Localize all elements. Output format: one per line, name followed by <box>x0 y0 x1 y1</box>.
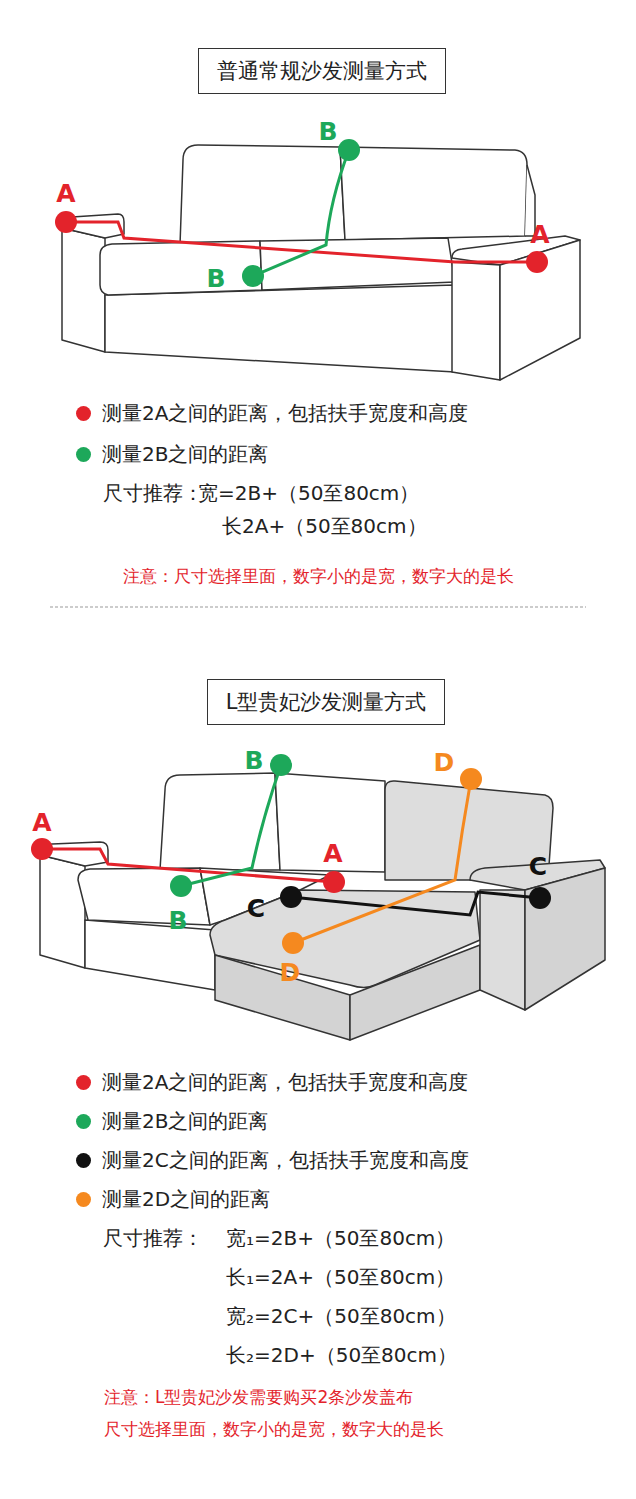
size-formula: 宽₁=2B+（50至80cm） <box>226 1225 455 1252</box>
size-formula: 宽₂=2C+（50至80cm） <box>226 1303 456 1330</box>
legend-swatch <box>76 1153 91 1168</box>
heading-box: 普通常规沙发测量方式 <box>198 48 446 94</box>
point-letter: A <box>530 220 549 249</box>
divider <box>50 607 586 608</box>
measure-line-a <box>42 849 334 882</box>
point-letter: D <box>280 958 301 987</box>
point-letter: D <box>434 748 455 777</box>
legend-text: 测量2B之间的距离 <box>102 1108 268 1135</box>
l-sofa <box>40 773 605 1040</box>
legend-swatch <box>76 1192 91 1207</box>
regular-sofa <box>62 145 580 380</box>
point-letter: C <box>529 852 547 881</box>
note-text: 尺寸选择里面，数字小的是宽，数字大的是长 <box>104 1418 444 1441</box>
legend-item: 测量2B之间的距离 <box>76 441 268 468</box>
point-letter: A <box>323 839 342 868</box>
legend-text: 测量2C之间的距离，包括扶手宽度和高度 <box>102 1147 469 1174</box>
measure-dots <box>55 139 548 287</box>
heading-text: 普通常规沙发测量方式 <box>217 59 427 83</box>
legend-item: 测量2C之间的距离，包括扶手宽度和高度 <box>76 1147 469 1174</box>
legend-swatch <box>76 1114 91 1129</box>
measure-dots <box>31 754 551 954</box>
point-letter: A <box>56 179 75 208</box>
size-heading: 尺寸推荐： <box>103 480 203 507</box>
legend-item: 测量2A之间的距离，包括扶手宽度和高度 <box>76 400 468 427</box>
point-letter: A <box>32 808 51 837</box>
note-text: 注意：尺寸选择里面，数字小的是宽，数字大的是长 <box>123 565 514 588</box>
legend-text: 测量2A之间的距离，包括扶手宽度和高度 <box>102 400 468 427</box>
note-text: 注意：L型贵妃沙发需要购买2条沙发盖布 <box>104 1386 413 1409</box>
measure-line-b <box>253 150 349 276</box>
legend-item: 测量2A之间的距离，包括扶手宽度和高度 <box>76 1069 468 1096</box>
size-formula: 长2A+（50至80cm） <box>222 513 427 540</box>
measure-line-d <box>293 779 471 943</box>
size-formula: 宽=2B+（50至80cm） <box>198 480 419 507</box>
heading-box: L型贵妃沙发测量方式 <box>207 679 446 725</box>
point-letter: B <box>318 117 337 146</box>
legend-text: 测量2A之间的距离，包括扶手宽度和高度 <box>102 1069 468 1096</box>
legend-swatch <box>76 406 91 421</box>
measure-line-b <box>181 765 281 886</box>
legend-item: 测量2D之间的距离 <box>76 1186 270 1213</box>
legend-text: 测量2D之间的距离 <box>102 1186 270 1213</box>
legend-text: 测量2B之间的距离 <box>102 441 268 468</box>
size-formula: 长₁=2A+（50至80cm） <box>226 1264 455 1291</box>
point-letter: B <box>244 746 263 775</box>
size-heading: 尺寸推荐： <box>103 1225 203 1252</box>
point-letter: C <box>247 894 265 923</box>
point-letter: B <box>206 264 225 293</box>
size-formula: 长₂=2D+（50至80cm） <box>226 1342 457 1369</box>
legend-item: 测量2B之间的距离 <box>76 1108 268 1135</box>
heading-text: L型贵妃沙发测量方式 <box>226 690 427 714</box>
point-letter: B <box>168 906 187 935</box>
legend-swatch <box>76 447 91 462</box>
legend-swatch <box>76 1075 91 1090</box>
